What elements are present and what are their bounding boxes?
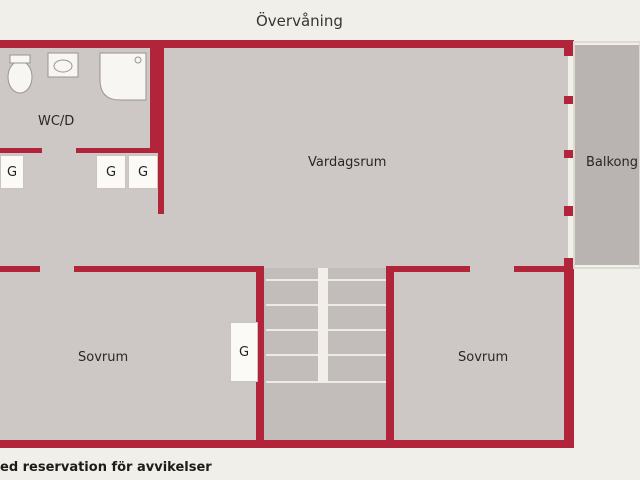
- bathroom-fixtures: [7, 52, 147, 101]
- closet-hall-1: G: [96, 155, 126, 189]
- sink-basin-icon: [53, 59, 73, 73]
- balcony-floor: [574, 45, 640, 265]
- stair-rail: [318, 268, 328, 382]
- footer-note: ed reservation för avvikelser: [0, 460, 212, 475]
- room-label-bedroom-left: Sovrum: [78, 350, 129, 365]
- closet-hall-2: G: [128, 155, 158, 189]
- shower-drain-icon: [134, 56, 142, 64]
- floor-title: Övervåning: [256, 12, 343, 30]
- balcony-outline: [573, 41, 640, 269]
- room-label-wc: WC/D: [38, 114, 75, 129]
- room-label-balcony: Balkong: [586, 155, 639, 170]
- shower-icon: [99, 52, 147, 101]
- closet-bedroom: G: [230, 322, 258, 382]
- room-label-bedroom-right: Sovrum: [458, 350, 509, 365]
- room-label-living: Vardagsrum: [308, 155, 387, 170]
- sink-icon: [47, 52, 79, 78]
- toilet-icon: [7, 60, 33, 94]
- closet-wc: G: [0, 155, 24, 189]
- walls: [0, 40, 574, 448]
- toilet-tank-icon: [9, 54, 31, 64]
